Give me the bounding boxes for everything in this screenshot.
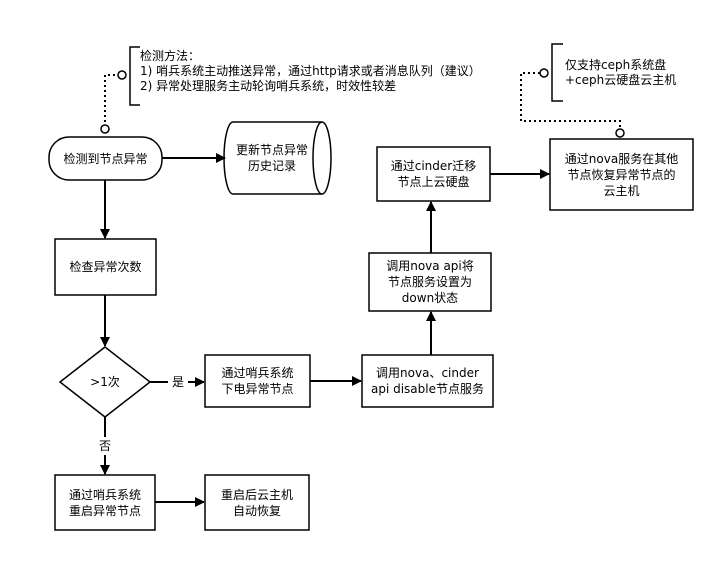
node-auto-recover-label: 重启后云主机 自动恢复 [220, 487, 293, 518]
edge-yes-label: 是 [168, 373, 188, 391]
edge-no-label: 否 [95, 437, 115, 455]
node-recover-label: 通过nova服务在其他 节点恢复异常节点的 云主机 [564, 151, 679, 198]
ceph-only-line-2: +ceph云硬盘云主机 [565, 73, 677, 87]
ceph-note-dot-bottom [615, 128, 625, 138]
detection-methods-title: 检测方法： [140, 49, 201, 63]
node-detect-label: 检测到节点异常 [63, 151, 148, 166]
ceph-note-connector [520, 72, 621, 129]
node-power-off-label: 通过哨兵系统 下电异常节点 [221, 366, 294, 396]
node-history-shape-edge [312, 121, 323, 195]
node-auto-recover-shape[interactable] [204, 474, 310, 531]
detection-method-2: 2) 异常处理服务主动轮询哨兵系统，时效性较差 [140, 79, 397, 93]
ceph-note-bracket [551, 43, 563, 102]
detection-note-dot-top [117, 70, 127, 80]
ceph-only-note: 仅支持ceph系统盘 +ceph云硬盘云主机 [565, 58, 676, 88]
ceph-only-line-1: 仅支持ceph系统盘 [565, 58, 667, 72]
node-set-down-shape[interactable] [368, 252, 492, 312]
node-reboot-shape[interactable] [54, 474, 156, 531]
node-check-count-shape[interactable] [54, 238, 157, 296]
node-decision-label: >1次 [90, 375, 120, 389]
node-recover-shape[interactable] [549, 138, 694, 211]
node-reboot-label: 通过哨兵系统 重启异常节点 [68, 487, 141, 518]
node-disable-label: 调用nova、cinder api disable节点服务 [370, 366, 484, 396]
detection-methods-note: 检测方法： 1) 哨兵系统主动推送异常，通过http请求或者消息队列（建议） 2… [140, 49, 481, 94]
detection-note-dot-bottom [100, 124, 110, 134]
node-disable-shape[interactable] [361, 354, 494, 408]
ceph-note-dot-top [539, 68, 549, 78]
node-migrate-label: 通过cinder迁移 节点上云硬盘 [390, 159, 477, 189]
detection-note-bracket [129, 46, 140, 106]
detection-note-connector [104, 74, 118, 127]
node-set-down-label: 调用nova api将 节点服务设置为 down状态 [386, 259, 474, 305]
node-history-label: 更新节点异常 历史记录 [235, 143, 308, 173]
node-power-off-shape[interactable] [204, 354, 311, 408]
node-check-count-label: 检查异常次数 [69, 260, 142, 274]
detection-method-1: 1) 哨兵系统主动推送异常，通过http请求或者消息队列（建议） [140, 64, 481, 78]
